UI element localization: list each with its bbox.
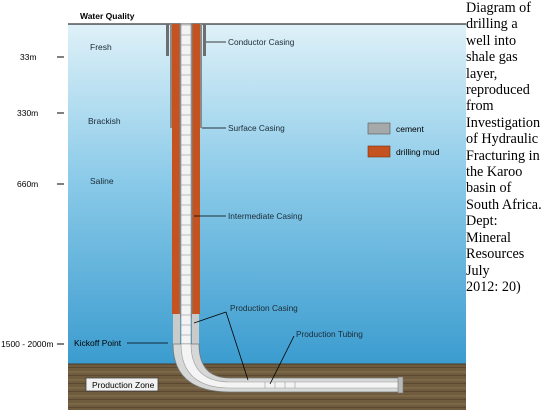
water-quality-heading: Water Quality: [80, 11, 135, 21]
kickoff-label: Kickoff Point: [74, 338, 122, 348]
caption-line: well into: [466, 32, 517, 49]
depth-scale: 33m 330m 660m 1500 - 2000m: [1, 52, 64, 349]
legend-label-cement: cement: [396, 124, 425, 134]
depth-label-330m: 330m: [17, 108, 38, 118]
zone-label-fresh: Fresh: [90, 42, 112, 52]
depth-label-33m: 33m: [20, 52, 37, 62]
caption-line: 2012: 20): [466, 278, 521, 295]
caption-line: Resources: [466, 246, 525, 263]
well-diagram: Water Quality 33m 330m 660m 1500 - 2000m…: [1, 11, 466, 410]
caption-line: layer,: [466, 65, 498, 82]
drilling-mud-band: [172, 24, 180, 314]
legend-swatch-cement: [367, 122, 391, 135]
caption-line: South Africa.: [466, 196, 542, 213]
cement-band: [173, 314, 180, 344]
production-tubing-vertical: [180, 23, 192, 345]
surface-casing: [170, 24, 172, 128]
caption-line: Mineral: [466, 229, 511, 246]
water-column: [68, 24, 466, 364]
legend-label-drilling-mud: drilling mud: [396, 147, 440, 157]
caption-line: shale gas: [466, 49, 518, 66]
label-conductor-casing: Conductor Casing: [228, 37, 295, 47]
production-zone-label: Production Zone: [92, 380, 155, 390]
caption-line: Fracturing in: [466, 147, 540, 164]
caption-line: Dept:: [466, 213, 498, 230]
label-intermediate-casing: Intermediate Casing: [228, 211, 303, 221]
label-surface-casing: Surface Casing: [228, 123, 285, 133]
depth-label-kickoff: 1500 - 2000m: [1, 339, 53, 349]
caption-line: the Karoo: [466, 164, 523, 181]
label-production-tubing: Production Tubing: [296, 329, 363, 339]
zone-label-saline: Saline: [90, 176, 114, 186]
label-production-casing: Production Casing: [230, 303, 298, 313]
caption-line: drilling a: [466, 16, 518, 33]
legend-swatch-drilling-mud: [367, 145, 391, 158]
production-zone-box: [85, 377, 159, 392]
well-toe: [397, 376, 404, 394]
caption-line: of Hydraulic: [466, 131, 539, 148]
caption-line: July: [466, 262, 490, 279]
caption-line: Diagram of: [466, 0, 532, 16]
caption-line: basin of: [466, 180, 512, 197]
depth-label-660m: 660m: [17, 179, 38, 189]
legend: cement drilling mud: [367, 122, 440, 158]
figure-caption: Diagram of drilling a well into shale ga…: [466, 0, 553, 295]
zone-label-brackish: Brackish: [88, 116, 121, 126]
conductor-casing: [166, 24, 169, 56]
caption-line: Investigation: [466, 114, 541, 131]
caption-line: from: [466, 98, 494, 115]
caption-line: reproduced: [466, 82, 530, 99]
